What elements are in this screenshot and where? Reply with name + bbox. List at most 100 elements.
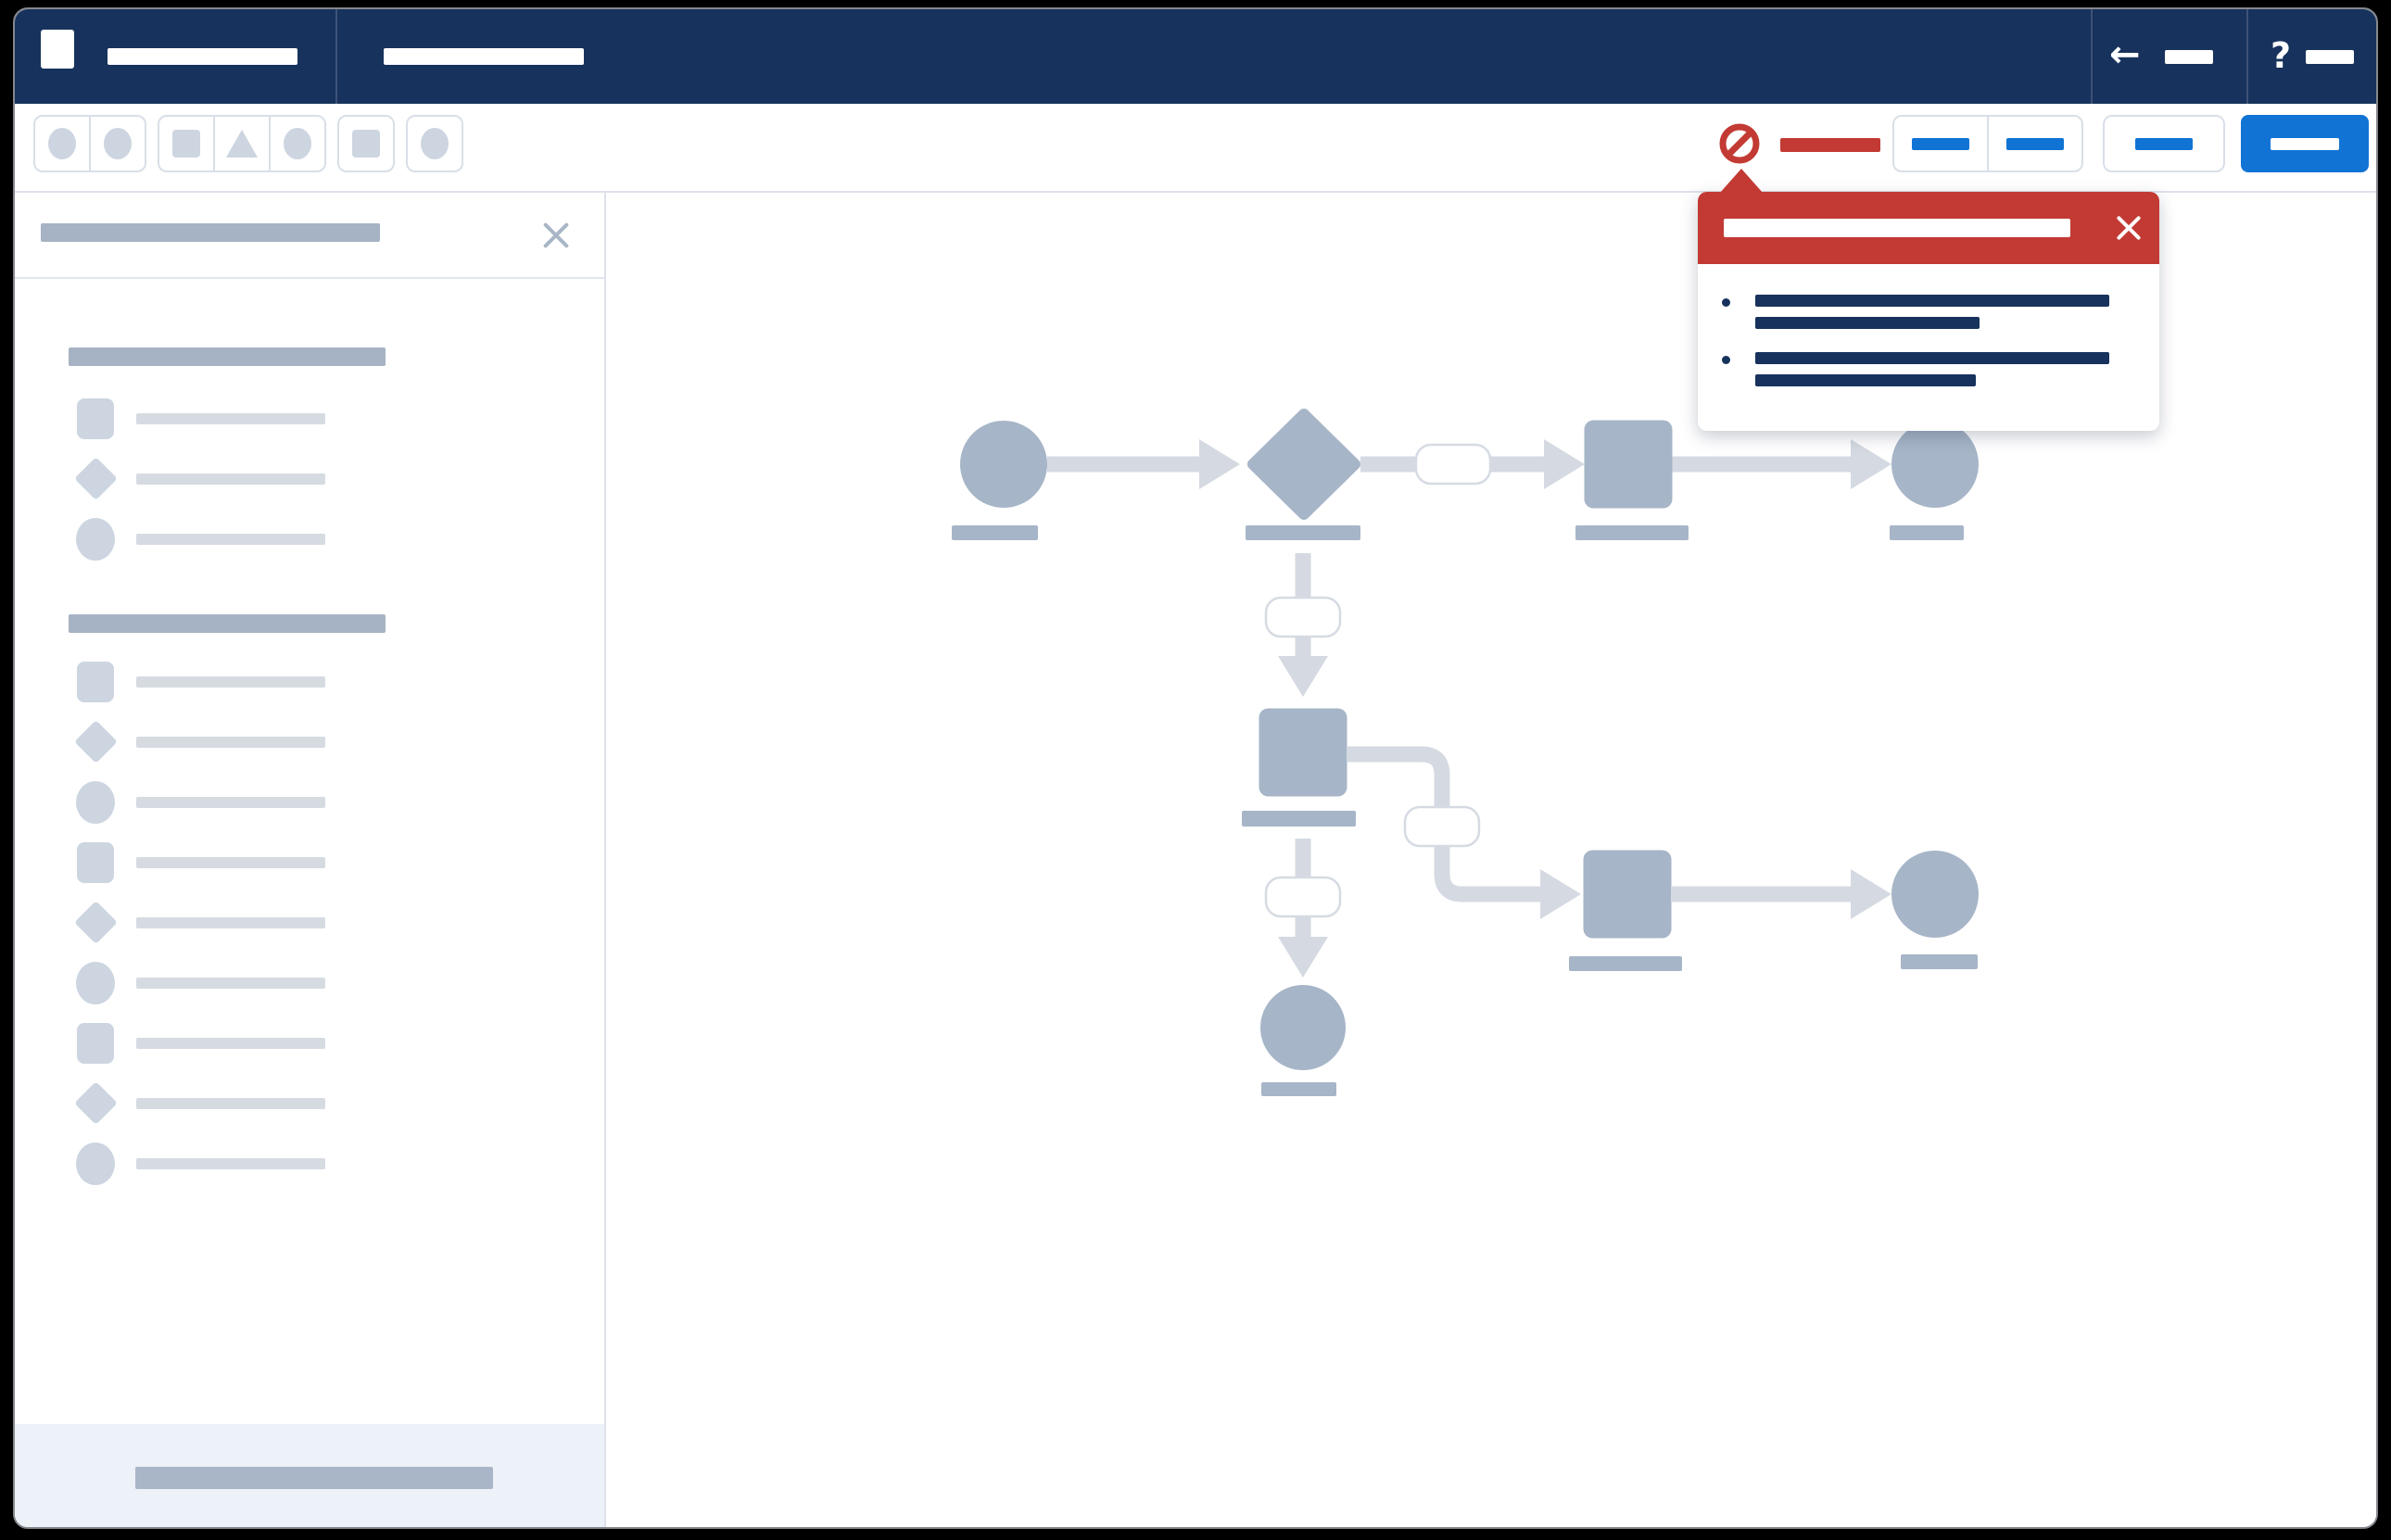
shape-library-panel bbox=[15, 193, 606, 1527]
shape-toolbar bbox=[15, 104, 2376, 193]
panel-title-bar bbox=[41, 223, 380, 242]
app-logo[interactable] bbox=[41, 30, 74, 69]
shape-list-item-diamond[interactable] bbox=[15, 1073, 604, 1133]
shape-icon-box bbox=[73, 1081, 118, 1125]
error-text-bar bbox=[1755, 295, 2109, 307]
shape-list-item-square[interactable] bbox=[15, 388, 604, 448]
help-icon[interactable]: ? bbox=[2271, 35, 2292, 76]
shape-tool-circle-button[interactable] bbox=[406, 115, 463, 172]
item-label-bar bbox=[136, 856, 325, 868]
shape-tool-square-button[interactable] bbox=[337, 115, 395, 172]
popup-pointer bbox=[1720, 169, 1763, 193]
back-label-placeholder[interactable] bbox=[2165, 50, 2213, 64]
document-title-placeholder[interactable] bbox=[384, 48, 584, 65]
item-label-bar bbox=[136, 1097, 325, 1109]
top-navbar: ← ? bbox=[15, 9, 2376, 104]
shape-tool-triangle-button[interactable] bbox=[213, 115, 271, 172]
circle-icon bbox=[284, 128, 311, 159]
item-label-bar bbox=[136, 796, 325, 808]
shape-icon-box bbox=[73, 901, 118, 944]
shape-icon-box bbox=[74, 398, 117, 440]
circle-icon bbox=[76, 961, 115, 1004]
app-title-placeholder bbox=[108, 48, 297, 65]
shape-icon-box bbox=[74, 961, 117, 1004]
square-icon bbox=[352, 130, 380, 158]
shape-list-item-square[interactable] bbox=[15, 651, 604, 712]
shape-list-item-circle[interactable] bbox=[15, 953, 604, 1013]
shape-icon-box bbox=[74, 1022, 117, 1065]
item-label-bar bbox=[136, 1037, 325, 1049]
no-entry-icon bbox=[1719, 123, 1760, 164]
shape-icon-box bbox=[74, 780, 117, 824]
button-label-bar bbox=[2006, 137, 2064, 150]
toolbar-action-button-2[interactable] bbox=[1987, 115, 2083, 172]
navbar-divider bbox=[335, 9, 337, 104]
diamond-icon bbox=[73, 457, 118, 500]
shape-tool-circle-button[interactable] bbox=[33, 115, 91, 172]
shape-icon-box bbox=[73, 720, 118, 764]
shape-icon-box bbox=[73, 457, 118, 500]
error-text-bar bbox=[1755, 374, 1976, 386]
shape-list-item-circle[interactable] bbox=[15, 509, 604, 569]
back-arrow-icon[interactable]: ← bbox=[2109, 33, 2141, 76]
close-icon[interactable] bbox=[2113, 212, 2144, 244]
bullet-dot bbox=[1722, 298, 1730, 307]
error-popup-body bbox=[1698, 264, 2159, 386]
panel-content bbox=[15, 279, 604, 1193]
toolbar-secondary-button[interactable] bbox=[2103, 115, 2225, 172]
shape-list-item-circle[interactable] bbox=[15, 772, 604, 832]
shape-list-item-diamond[interactable] bbox=[15, 712, 604, 772]
footer-action-bar[interactable] bbox=[135, 1467, 493, 1489]
item-label-bar bbox=[136, 1157, 325, 1169]
toolbar-primary-button[interactable] bbox=[2241, 115, 2369, 172]
error-text-bar bbox=[1755, 317, 1980, 329]
item-label-bar bbox=[136, 736, 325, 748]
shape-tool-group bbox=[337, 115, 395, 172]
error-bullet-item bbox=[1720, 295, 2137, 329]
shape-list-item-square[interactable] bbox=[15, 1013, 604, 1073]
shape-icon-box bbox=[74, 1142, 117, 1185]
shape-tool-group bbox=[158, 115, 326, 172]
toolbar-action-button-1[interactable] bbox=[1892, 115, 1989, 172]
error-bullet-item bbox=[1720, 352, 2137, 386]
diamond-icon bbox=[73, 901, 118, 944]
shape-icon-box bbox=[74, 517, 117, 561]
close-icon[interactable] bbox=[539, 219, 573, 252]
shape-tool-circle-button[interactable] bbox=[269, 115, 326, 172]
section-title-bar bbox=[69, 614, 386, 633]
item-label-bar bbox=[136, 675, 325, 688]
button-label-bar bbox=[2135, 137, 2193, 150]
button-label-bar bbox=[1912, 137, 1969, 150]
circle-icon bbox=[104, 128, 132, 159]
panel-footer bbox=[15, 1424, 604, 1527]
shape-list-item-square[interactable] bbox=[15, 832, 604, 892]
navbar-divider bbox=[2091, 9, 2093, 104]
shape-list-item-circle[interactable] bbox=[15, 1133, 604, 1193]
shape-list-item-diamond[interactable] bbox=[15, 892, 604, 953]
navbar-divider bbox=[2246, 9, 2248, 104]
diamond-icon bbox=[73, 720, 118, 764]
shape-tool-group bbox=[33, 115, 146, 172]
error-popup-header bbox=[1698, 192, 2159, 264]
toolbar-action-group bbox=[1892, 115, 2083, 172]
diamond-icon bbox=[73, 1081, 118, 1125]
square-icon bbox=[77, 398, 114, 439]
square-icon bbox=[77, 1022, 114, 1064]
help-label-placeholder[interactable] bbox=[2306, 50, 2354, 64]
shape-tool-square-button[interactable] bbox=[158, 115, 215, 172]
error-text-bar bbox=[1755, 352, 2109, 364]
bullet-dot bbox=[1722, 356, 1730, 364]
shape-tool-groups bbox=[33, 115, 463, 172]
validation-error-label-bar bbox=[1780, 138, 1880, 152]
shape-tool-circle-button[interactable] bbox=[89, 115, 146, 172]
error-title-bar bbox=[1724, 219, 2070, 237]
square-icon bbox=[77, 661, 114, 702]
circle-icon bbox=[48, 128, 76, 159]
app-window: ← ? bbox=[13, 7, 2378, 1529]
item-label-bar bbox=[136, 977, 325, 989]
shape-list-item-diamond[interactable] bbox=[15, 448, 604, 509]
button-label-bar bbox=[2271, 137, 2339, 150]
shape-icon-box bbox=[74, 661, 117, 703]
item-label-bar bbox=[136, 916, 325, 928]
item-label-bar bbox=[136, 473, 325, 485]
